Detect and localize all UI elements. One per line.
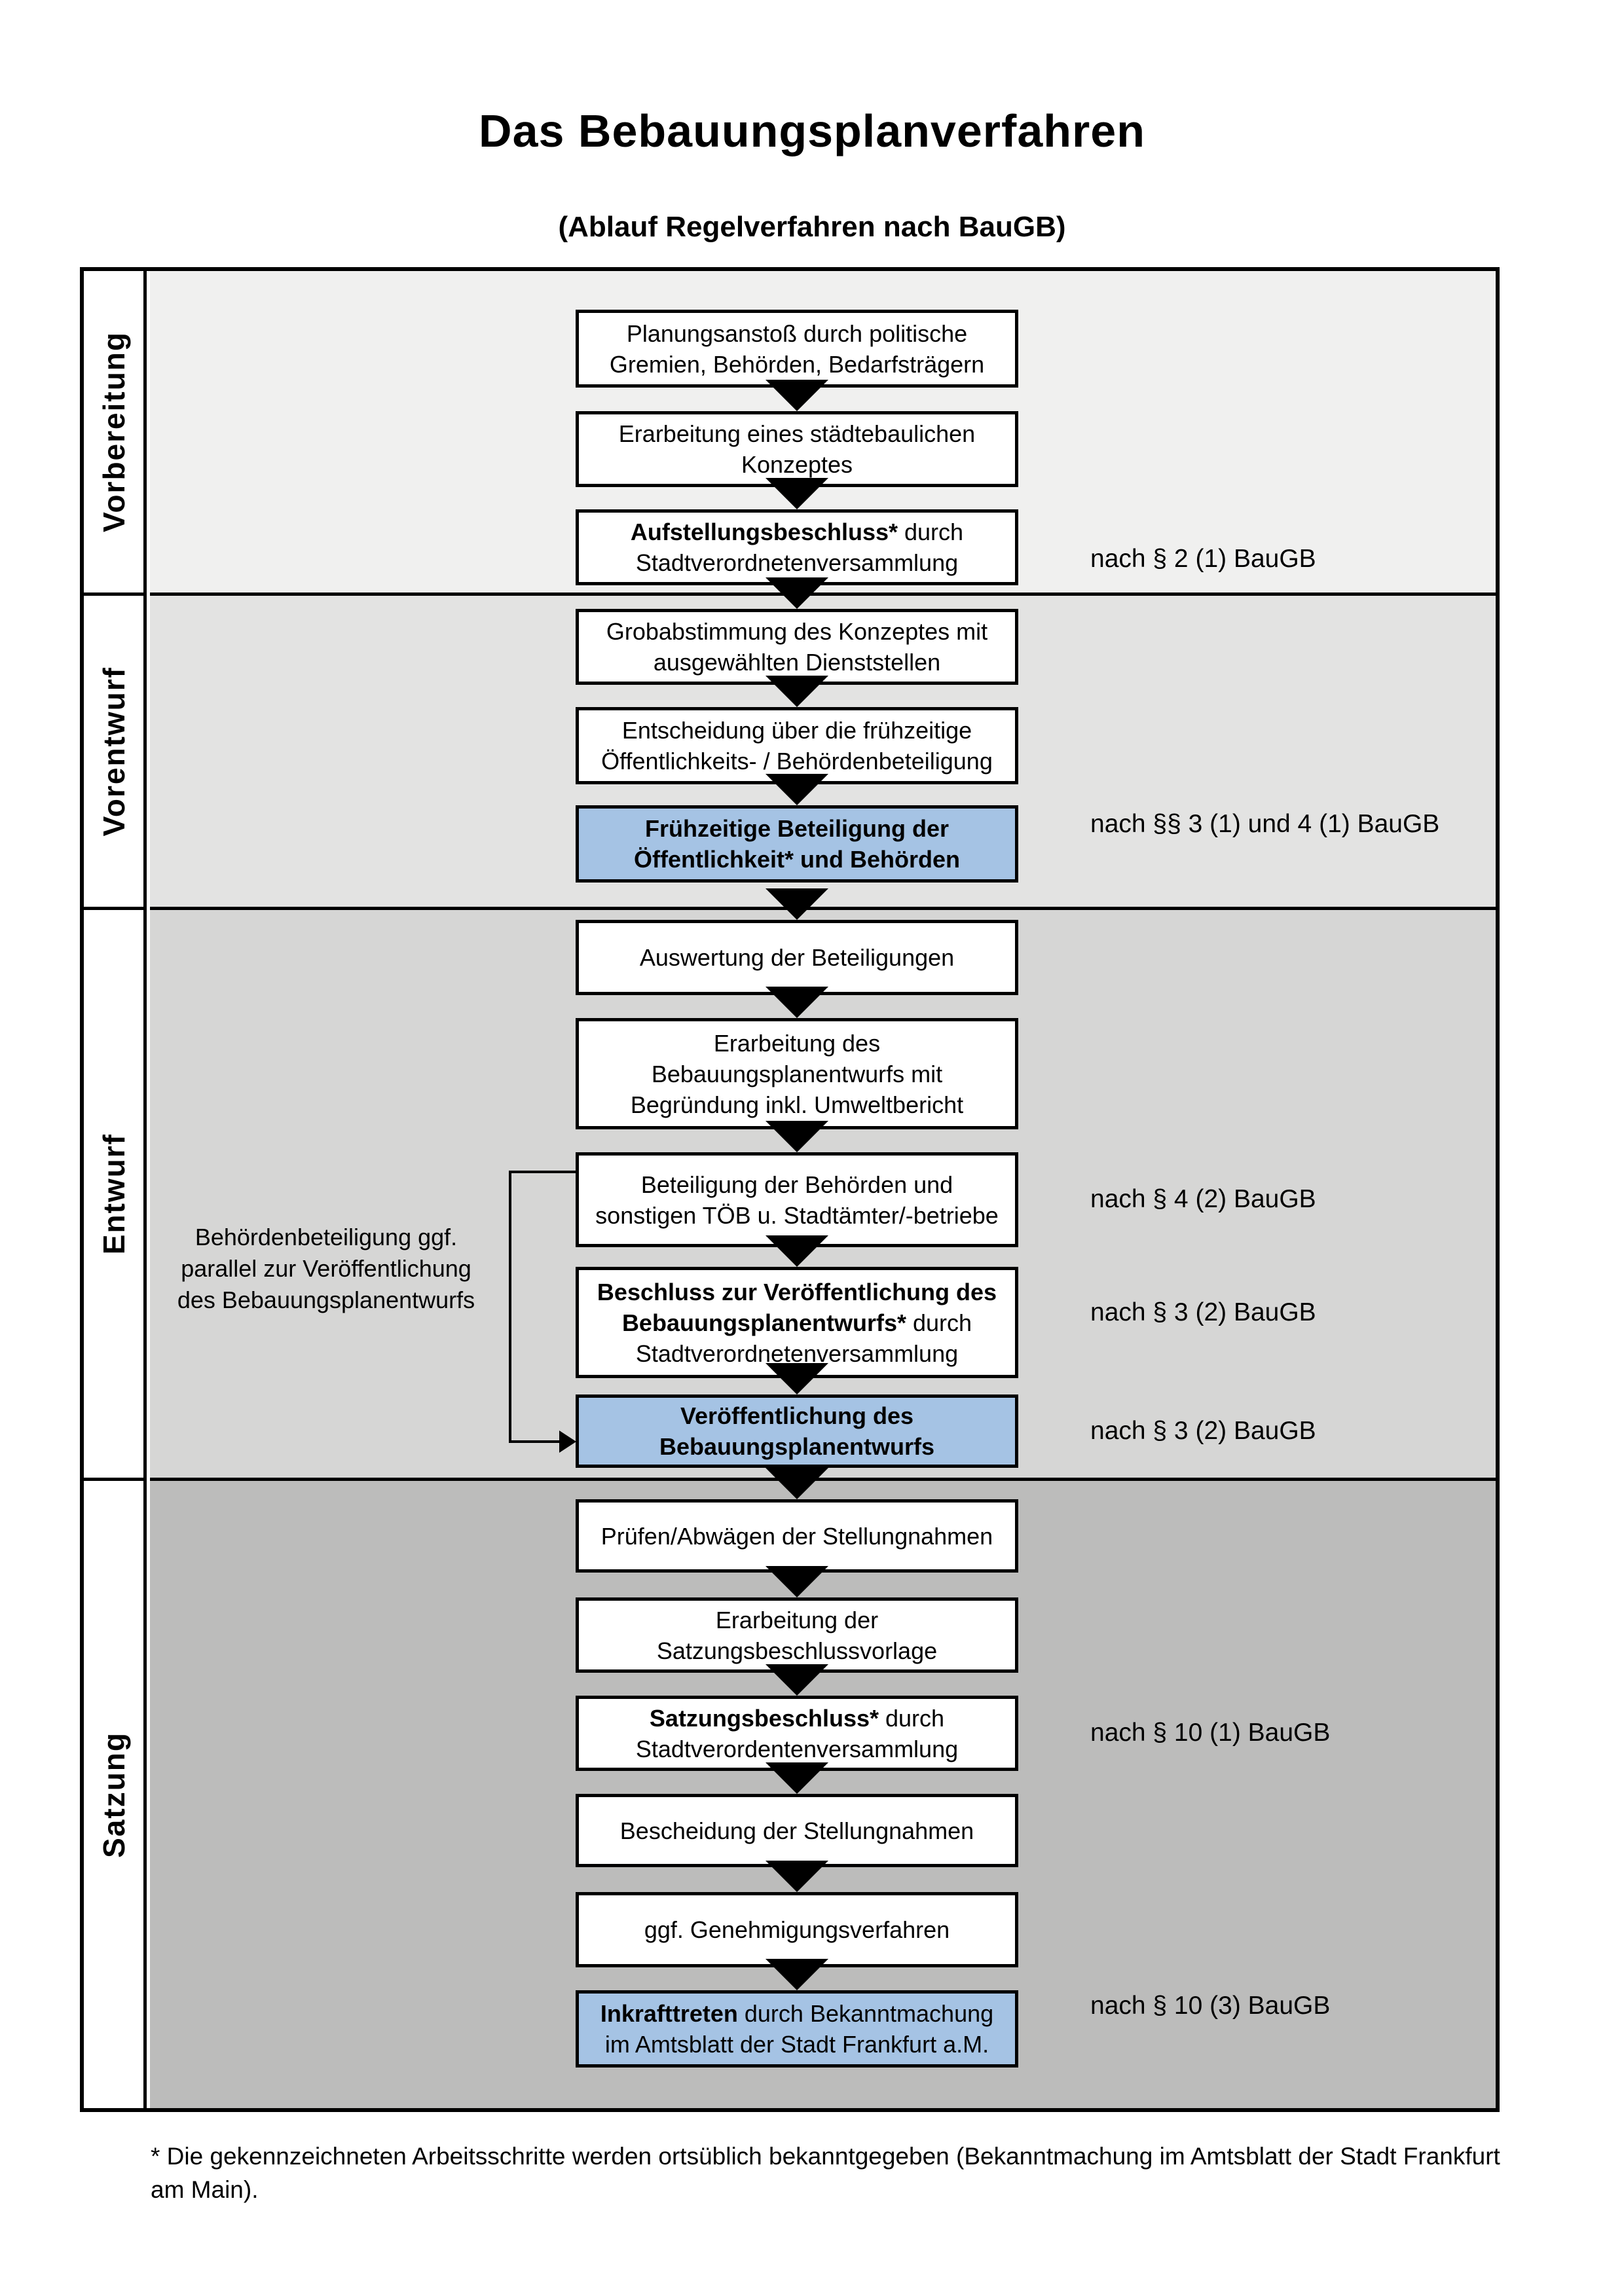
arrow-down-icon — [766, 888, 828, 920]
step-text: Prüfen/Abwägen der Stellungnahmen — [600, 1522, 993, 1550]
phase-label-entwurf: Entwurf — [84, 910, 143, 1481]
step-text: ggf. Genehmigungsverfahren — [644, 1916, 950, 1943]
arrow-down-icon — [766, 676, 828, 707]
legal-reference: nach § 10 (3) BauGB — [1090, 1992, 1331, 2020]
legal-reference: nach § 2 (1) BauGB — [1090, 545, 1316, 573]
process-diagram-frame: Vorbereitung Vorentwurf Entwurf Satzung … — [80, 267, 1500, 2112]
arrow-down-icon — [766, 1121, 828, 1152]
step-erarbeitung-bebauungsplanentwurf: Erarbeitung des Bebauungsplanentwurfs mi… — [576, 1018, 1018, 1129]
page-subtitle: (Ablauf Regelverfahren nach BauGB) — [558, 211, 1066, 243]
step-text: Satzungsbeschluss* durch Stadtverordente… — [635, 1704, 959, 1762]
step-aufstellungsbeschluss: Aufstellungsbeschluss* durch Stadtverord… — [576, 509, 1018, 585]
legal-reference: nach § 4 (2) BauGB — [1090, 1185, 1316, 1213]
step-beschluss-veroeffentlichung: Beschluss zur Veröffentlichung des Bebau… — [576, 1267, 1018, 1378]
step-text: Grobabstimmung des Konzeptes mit ausgewä… — [606, 618, 988, 676]
arrow-down-icon — [766, 1664, 828, 1696]
step-text: Veröffentlichung des Bebauungsplanentwur… — [659, 1402, 935, 1460]
arrow-down-icon — [766, 1566, 828, 1597]
step-text: Auswertung der Beteiligungen — [639, 944, 955, 971]
arrow-down-icon — [766, 774, 828, 805]
legal-reference: nach § 3 (2) BauGB — [1090, 1417, 1316, 1445]
step-text: Inkrafttreten durch Bekanntmachung im Am… — [600, 2000, 994, 2058]
parallel-connector-vertical-line — [509, 1171, 511, 1443]
step-text: Erarbeitung eines städtebaulichen Konzep… — [618, 420, 976, 478]
arrow-down-icon — [766, 1959, 828, 1990]
phase-label-text: Entwurf — [96, 1133, 131, 1255]
phase-label-text: Vorentwurf — [96, 666, 131, 837]
footnote: * Die gekennzeichneten Arbeitsschritte w… — [151, 2143, 1500, 2203]
parallel-connector-top-line — [509, 1171, 576, 1173]
step-pruefen-abwaegen: Prüfen/Abwägen der Stellungnahmen — [576, 1499, 1018, 1573]
arrow-down-icon — [766, 1762, 828, 1794]
phase-label-text: Vorbereitung — [96, 331, 131, 532]
phase-label-text: Satzung — [96, 1731, 131, 1858]
step-text: Planungsanstoß durch politische Gremien,… — [609, 319, 985, 378]
legal-reference: nach § 3 (2) BauGB — [1090, 1298, 1316, 1326]
phase-label-column: Vorbereitung Vorentwurf Entwurf Satzung — [84, 271, 147, 2108]
step-behoerdenbeteiligung-toeb: Beteiligung der Behörden und sonstigen T… — [576, 1152, 1018, 1247]
parallel-connector-bottom-line — [509, 1440, 559, 1443]
phase-label-vorentwurf: Vorentwurf — [84, 596, 143, 910]
step-satzungsbeschluss: Satzungsbeschluss* durch Stadtverordente… — [576, 1696, 1018, 1771]
arrow-down-icon — [766, 577, 828, 609]
step-fruehzeitige-beteiligung: Frühzeitige Beteiligung der Öffentlichke… — [576, 805, 1018, 883]
phase-label-satzung: Satzung — [84, 1481, 143, 2108]
step-planungsanstoss: Planungsanstoß durch politische Gremien,… — [576, 310, 1018, 388]
step-grobabstimmung: Grobabstimmung des Konzeptes mit ausgewä… — [576, 609, 1018, 685]
arrow-down-icon — [766, 1468, 828, 1499]
step-text: Frühzeitige Beteiligung der Öffentlichke… — [633, 815, 961, 873]
arrow-down-icon — [766, 1363, 828, 1394]
step-text: Beteiligung der Behörden und sonstigen T… — [595, 1171, 999, 1229]
step-auswertung-beteiligungen: Auswertung der Beteiligungen — [576, 920, 1018, 995]
arrow-right-icon — [559, 1430, 576, 1453]
arrow-down-icon — [766, 380, 828, 411]
legal-reference: nach §§ 3 (1) und 4 (1) BauGB — [1090, 810, 1440, 838]
step-text: Beschluss zur Veröffentlichung des Bebau… — [597, 1278, 997, 1367]
step-veroeffentlichung-entwurf: Veröffentlichung des Bebauungsplanentwur… — [576, 1394, 1018, 1468]
step-text: Aufstellungsbeschluss* durch Stadtverord… — [630, 519, 964, 576]
step-staedtebauliches-konzept: Erarbeitung eines städtebaulichen Konzep… — [576, 411, 1018, 487]
arrow-down-icon — [766, 1235, 828, 1267]
legal-reference: nach § 10 (1) BauGB — [1090, 1719, 1331, 1747]
step-text: Erarbeitung der Satzungsbeschlussvorlage — [656, 1606, 938, 1664]
step-erarbeitung-satzungsbeschlussvorlage: Erarbeitung der Satzungsbeschlussvorlage — [576, 1597, 1018, 1673]
arrow-down-icon — [766, 1861, 828, 1892]
phase-label-vorbereitung: Vorbereitung — [84, 271, 143, 596]
arrow-down-icon — [766, 987, 828, 1018]
parallel-note: Behördenbeteiligung ggf. parallel zur Ve… — [177, 1224, 475, 1313]
step-text: Erarbeitung des Bebauungsplanentwurfs mi… — [630, 1029, 964, 1118]
step-entscheidung-fruehzeitige-beteiligung: Entscheidung über die frühzeitige Öffent… — [576, 707, 1018, 784]
step-inkrafttreten: Inkrafttreten durch Bekanntmachung im Am… — [576, 1990, 1018, 2068]
arrow-down-icon — [766, 478, 828, 509]
step-genehmigungsverfahren: ggf. Genehmigungsverfahren — [576, 1892, 1018, 1967]
step-text: Entscheidung über die frühzeitige Öffent… — [601, 717, 993, 774]
step-text: Bescheidung der Stellungnahmen — [619, 1817, 974, 1844]
page-title: Das Bebauungsplanverfahren — [479, 105, 1145, 156]
step-bescheidung-stellungnahmen: Bescheidung der Stellungnahmen — [576, 1794, 1018, 1867]
